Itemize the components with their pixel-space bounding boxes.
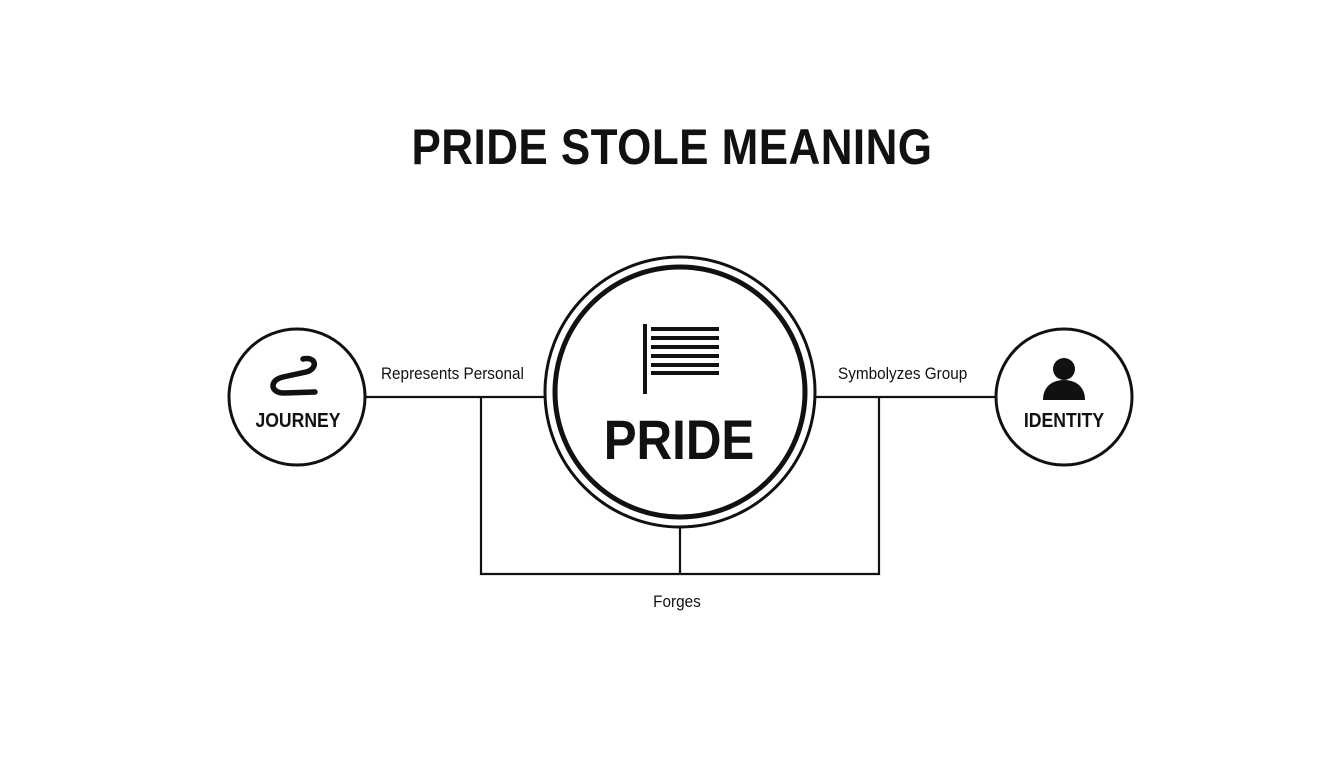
connectors xyxy=(366,395,996,576)
pride-node-label: PRIDE xyxy=(603,408,755,471)
winding-path-icon xyxy=(270,355,318,396)
identity-node-label: IDENTITY xyxy=(1023,410,1105,432)
journey-node-label: JOURNEY xyxy=(255,410,341,432)
edge-label-forges: Forges xyxy=(653,592,701,611)
pride-node xyxy=(552,264,808,520)
flag-icon xyxy=(643,324,719,394)
edge-label-represents-personal: Represents Personal xyxy=(381,364,524,383)
edge-label-symbolyzes-group: Symbolyzes Group xyxy=(838,364,968,383)
diagram-title: PRIDE STOLE MEANING xyxy=(411,119,933,175)
person-icon xyxy=(1043,358,1085,400)
journey-node xyxy=(227,327,367,467)
